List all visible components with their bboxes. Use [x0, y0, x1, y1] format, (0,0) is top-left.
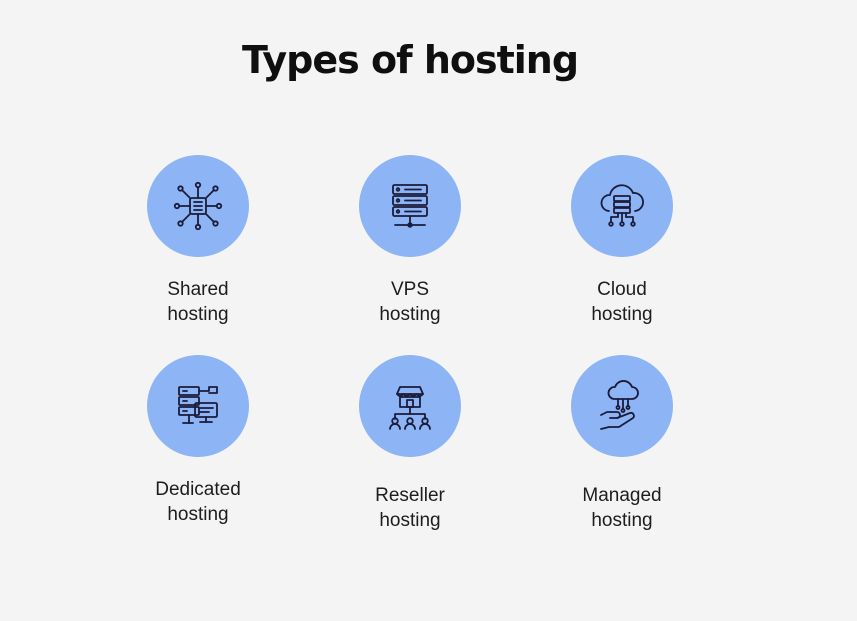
hosting-type-shared: Shared hosting [118, 155, 278, 327]
hosting-type-label: Shared hosting [118, 277, 278, 327]
hosting-type-label: Reseller hosting [330, 483, 490, 533]
label-line-2: hosting [591, 510, 653, 531]
label-line-1: Managed [582, 485, 662, 506]
storefront-network-icon [389, 386, 431, 430]
label-line-1: Cloud [597, 279, 647, 300]
icon-circle [147, 155, 249, 257]
hosting-type-managed: Managed hosting [542, 355, 702, 533]
hosting-type-label: Cloud hosting [542, 277, 702, 327]
label-line-1: VPS [390, 279, 430, 300]
hosting-type-reseller: Reseller hosting [330, 355, 490, 533]
hosting-type-vps: VPS hosting [330, 155, 490, 327]
label-line-2: hosting [167, 304, 229, 325]
hosting-type-label: Managed hosting [542, 483, 702, 533]
label-line-2: hosting [379, 304, 441, 325]
hosting-type-dedicated: Dedicated hosting [118, 355, 278, 527]
dedicated-server-icon [178, 386, 218, 424]
icon-circle [359, 355, 461, 457]
page-title: Types of hosting [241, 38, 579, 82]
hosting-type-label: Dedicated hosting [118, 477, 278, 527]
icon-circle [571, 355, 673, 457]
hosting-type-cloud: Cloud hosting [542, 155, 702, 327]
icon-circle [147, 355, 249, 457]
label-line-2: hosting [591, 304, 653, 325]
icon-circle [359, 155, 461, 257]
label-line-1: Reseller [375, 485, 445, 506]
network-chip-icon [173, 181, 223, 231]
hand-cloud-icon [600, 380, 639, 430]
icon-circle [571, 155, 673, 257]
label-line-2: hosting [379, 510, 441, 531]
hosting-type-label: VPS hosting [330, 277, 490, 327]
server-rack-icon [392, 184, 428, 228]
label-line-2: hosting [167, 504, 229, 525]
label-line-1: Dedicated [155, 479, 241, 500]
label-line-1: Shared [167, 279, 229, 300]
cloud-server-icon [600, 184, 644, 227]
